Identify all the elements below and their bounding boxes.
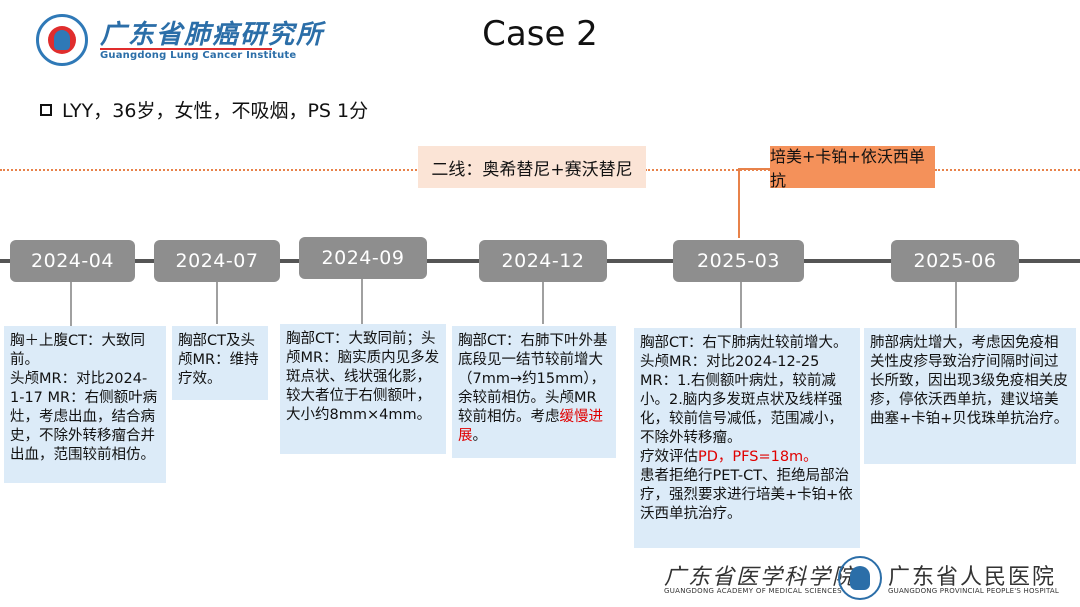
note-2024-09: 胸部CT：大致同前；头颅MR：脑实质内见多发斑点状、线状强化影，较大者位于右侧额…: [280, 324, 446, 454]
academy-name-cn: 广东省医学科学院: [664, 565, 857, 590]
timeline-date: 2025-06: [891, 240, 1019, 282]
institute-name-en: Guangdong Lung Cancer Institute: [100, 50, 297, 61]
note-2025-06: 肺部病灶增大，考虑因免疫相关性皮疹导致治疗间隔时间过长所致，因出现3级免疫相关皮…: [864, 328, 1076, 464]
pd-highlight: PD，PFS=18m。: [698, 449, 818, 465]
timeline-tick: [955, 282, 957, 328]
note-text: 胸部CT：右下肺病灶较前增大。头颅MR：对比2024-12-25 MR：1.右侧…: [640, 335, 848, 465]
therapy-connector: [738, 168, 772, 170]
timeline-date: 2024-07: [154, 240, 280, 282]
note-2025-03: 胸部CT：右下肺病灶较前增大。头颅MR：对比2024-12-25 MR：1.右侧…: [634, 328, 860, 548]
therapy-dotted-line: [0, 169, 420, 171]
academy-name-en: GUANGDONG ACADEMY OF MEDICAL SCIENCES: [664, 587, 842, 595]
timeline-date: 2024-12: [479, 240, 607, 282]
patient-info: LYY，36岁，女性，不吸烟，PS 1分: [40, 96, 368, 123]
checkbox-bullet-icon: [40, 103, 52, 116]
note-text: 患者拒绝行PET-CT、拒绝局部治疗，强烈要求进行培美+卡铂+依沃西单抗治疗。: [640, 468, 853, 522]
hospital-logo: [838, 556, 882, 600]
third-line-therapy: 培美+卡铂+依沃西单抗: [770, 146, 935, 190]
therapy-connector: [738, 168, 740, 238]
timeline-date: 2024-04: [10, 240, 135, 282]
slow-progress-highlight: 缓慢进展: [458, 409, 603, 444]
note-text: 胸部CT：右肺下叶外基底段见一结节较前增大（7mm→约15mm），余较前相仿。头…: [458, 333, 608, 425]
timeline-date: 2025-03: [673, 240, 804, 282]
hospital-name-cn: 广东省人民医院: [888, 565, 1057, 590]
therapy-dotted-line: [645, 169, 770, 171]
logo-underline: [100, 48, 272, 50]
timeline-date: 2024-09: [299, 237, 427, 279]
hospital-emblem-icon: [850, 566, 870, 590]
hospital-name-en: GUANGDONG PROVINCIAL PEOPLE'S HOSPITAL: [888, 587, 1060, 595]
second-line-therapy: 二线：奥希替尼+赛沃替尼: [418, 146, 646, 188]
timeline-tick: [70, 282, 72, 326]
slide-title: Case 2: [482, 14, 598, 54]
note-2024-07: 胸部CT及头颅MR：维持疗效。: [172, 326, 268, 400]
note-2024-12: 胸部CT：右肺下叶外基底段见一结节较前增大（7mm→约15mm），余较前相仿。头…: [452, 326, 616, 458]
timeline-tick: [361, 279, 363, 324]
timeline-tick: [740, 282, 742, 328]
patient-info-text: LYY，36岁，女性，不吸烟，PS 1分: [62, 100, 369, 122]
institute-logo: [36, 14, 88, 66]
lung-icon: [54, 30, 70, 50]
timeline-tick: [542, 282, 544, 324]
timeline-tick: [216, 282, 218, 324]
note-text: 。: [472, 428, 488, 444]
note-2024-04: 胸＋上腹CT：大致同前。 头颅MR：对比2024-1-17 MR：右侧额叶病灶，…: [4, 326, 166, 483]
institute-name-cn: 广东省肺癌研究所: [100, 20, 325, 50]
therapy-dotted-line: [935, 169, 1080, 171]
